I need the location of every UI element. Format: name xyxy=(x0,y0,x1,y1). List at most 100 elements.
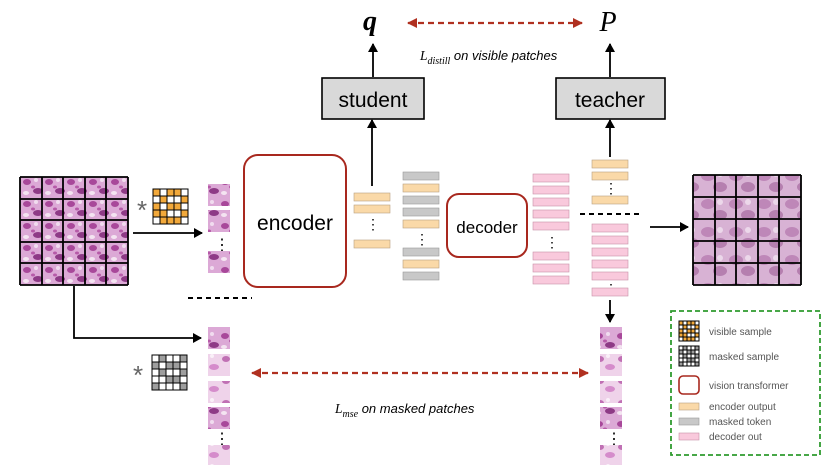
masked-patch xyxy=(208,381,230,403)
encoder-token xyxy=(402,219,440,229)
mask-cell xyxy=(678,349,684,355)
input-image xyxy=(19,176,129,286)
mask-cell xyxy=(690,357,696,363)
encoder-token xyxy=(402,259,440,269)
mask-cell xyxy=(158,368,167,377)
decoder-label: decoder xyxy=(456,218,518,237)
mask-cell xyxy=(152,216,161,225)
mask-cell xyxy=(690,361,696,367)
encoder-output-icon xyxy=(678,402,700,411)
vdots-mixed: ⋮ xyxy=(415,231,429,247)
mask-cell xyxy=(159,188,168,197)
mask-cell xyxy=(158,361,167,370)
masked-patch xyxy=(208,354,230,376)
decoder-token xyxy=(532,263,570,273)
decoder-token xyxy=(532,221,570,231)
mask-cell xyxy=(166,202,175,211)
mask-cell xyxy=(682,332,688,338)
mask-cell xyxy=(173,202,182,211)
encoder-label: encoder xyxy=(257,212,333,235)
mask-cell xyxy=(172,354,181,363)
decoder-token xyxy=(591,259,629,269)
mask-cell xyxy=(165,375,174,384)
masked-token xyxy=(402,207,440,217)
mask-cell xyxy=(678,336,684,342)
student-box xyxy=(321,77,425,120)
decoder-token xyxy=(591,247,629,257)
mask-cell xyxy=(682,336,688,342)
mask-cell xyxy=(179,368,188,377)
mask-cell xyxy=(151,361,160,370)
mask-cell xyxy=(173,216,182,225)
mask-cell xyxy=(694,320,700,326)
mask-cell xyxy=(694,336,700,342)
teacher-box xyxy=(555,77,666,120)
decoder-token xyxy=(591,271,629,281)
legend-label: visible sample xyxy=(709,327,772,338)
mask-cell xyxy=(694,357,700,363)
encoder-output-tokens: ⋮ xyxy=(353,192,391,249)
mask-cell xyxy=(682,349,688,355)
decoder-token xyxy=(591,287,629,297)
vdots-masked-right: ⋮ xyxy=(606,431,622,448)
vdots-encoder: ⋮ xyxy=(366,216,380,232)
decoder-token xyxy=(532,185,570,195)
encoder-token xyxy=(353,192,391,202)
mask-cell xyxy=(179,375,188,384)
mask-cell xyxy=(686,324,692,330)
mask-cell xyxy=(690,349,696,355)
mask-cell xyxy=(682,357,688,363)
mask-cell xyxy=(179,382,188,391)
vdots-teacher-top: ⋮ xyxy=(604,180,618,196)
mask-cell xyxy=(682,324,688,330)
visible-sample-icon xyxy=(678,320,700,342)
mask-cell xyxy=(694,345,700,351)
masked-patch xyxy=(208,445,230,465)
mask-cell xyxy=(678,324,684,330)
mask-cell xyxy=(158,354,167,363)
mask-cell xyxy=(682,345,688,351)
mask-cell xyxy=(152,202,161,211)
mask-cell xyxy=(686,320,692,326)
distill-loss-label: Ldistill on visible patches xyxy=(419,48,558,67)
mask-cell xyxy=(686,357,692,363)
mask-cell xyxy=(151,375,160,384)
mask-cell xyxy=(682,353,688,359)
decoder-box xyxy=(446,193,528,258)
mask-cell xyxy=(690,328,696,334)
mask-cell xyxy=(173,209,182,218)
mask-cell xyxy=(690,332,696,338)
mask-cell xyxy=(686,345,692,351)
legend-label: vision transformer xyxy=(709,381,789,392)
decoder-token xyxy=(532,173,570,183)
visible-patch xyxy=(208,184,230,206)
mask-cell xyxy=(690,324,696,330)
predicted-patches-right: ⋮ xyxy=(600,327,622,465)
masked-token xyxy=(402,271,440,281)
mask-cell xyxy=(159,202,168,211)
decoder-token xyxy=(591,235,629,245)
mask-cell xyxy=(690,353,696,359)
mask-cell xyxy=(166,188,175,197)
mse-loss-label: Lmse on masked patches xyxy=(334,401,475,420)
mask-cell xyxy=(690,336,696,342)
mask-cell xyxy=(690,345,696,351)
teacher-decoder-tokens: ⋮ xyxy=(591,223,629,297)
mask-cell xyxy=(686,332,692,338)
mask-cell xyxy=(166,195,175,204)
mask-cell xyxy=(678,353,684,359)
decoder-token xyxy=(591,223,629,233)
mask-cell xyxy=(180,188,189,197)
mask-cell xyxy=(690,320,696,326)
mask-cell xyxy=(180,209,189,218)
mask-cell xyxy=(165,382,174,391)
mask-cell xyxy=(172,361,181,370)
mask-cell xyxy=(159,209,168,218)
mask-cell xyxy=(152,209,161,218)
legend-label: encoder output xyxy=(709,402,776,413)
mask-cell xyxy=(694,353,700,359)
mask-cell xyxy=(678,320,684,326)
predicted-patch xyxy=(600,327,622,349)
mask-cell xyxy=(151,354,160,363)
mask-cell xyxy=(152,188,161,197)
